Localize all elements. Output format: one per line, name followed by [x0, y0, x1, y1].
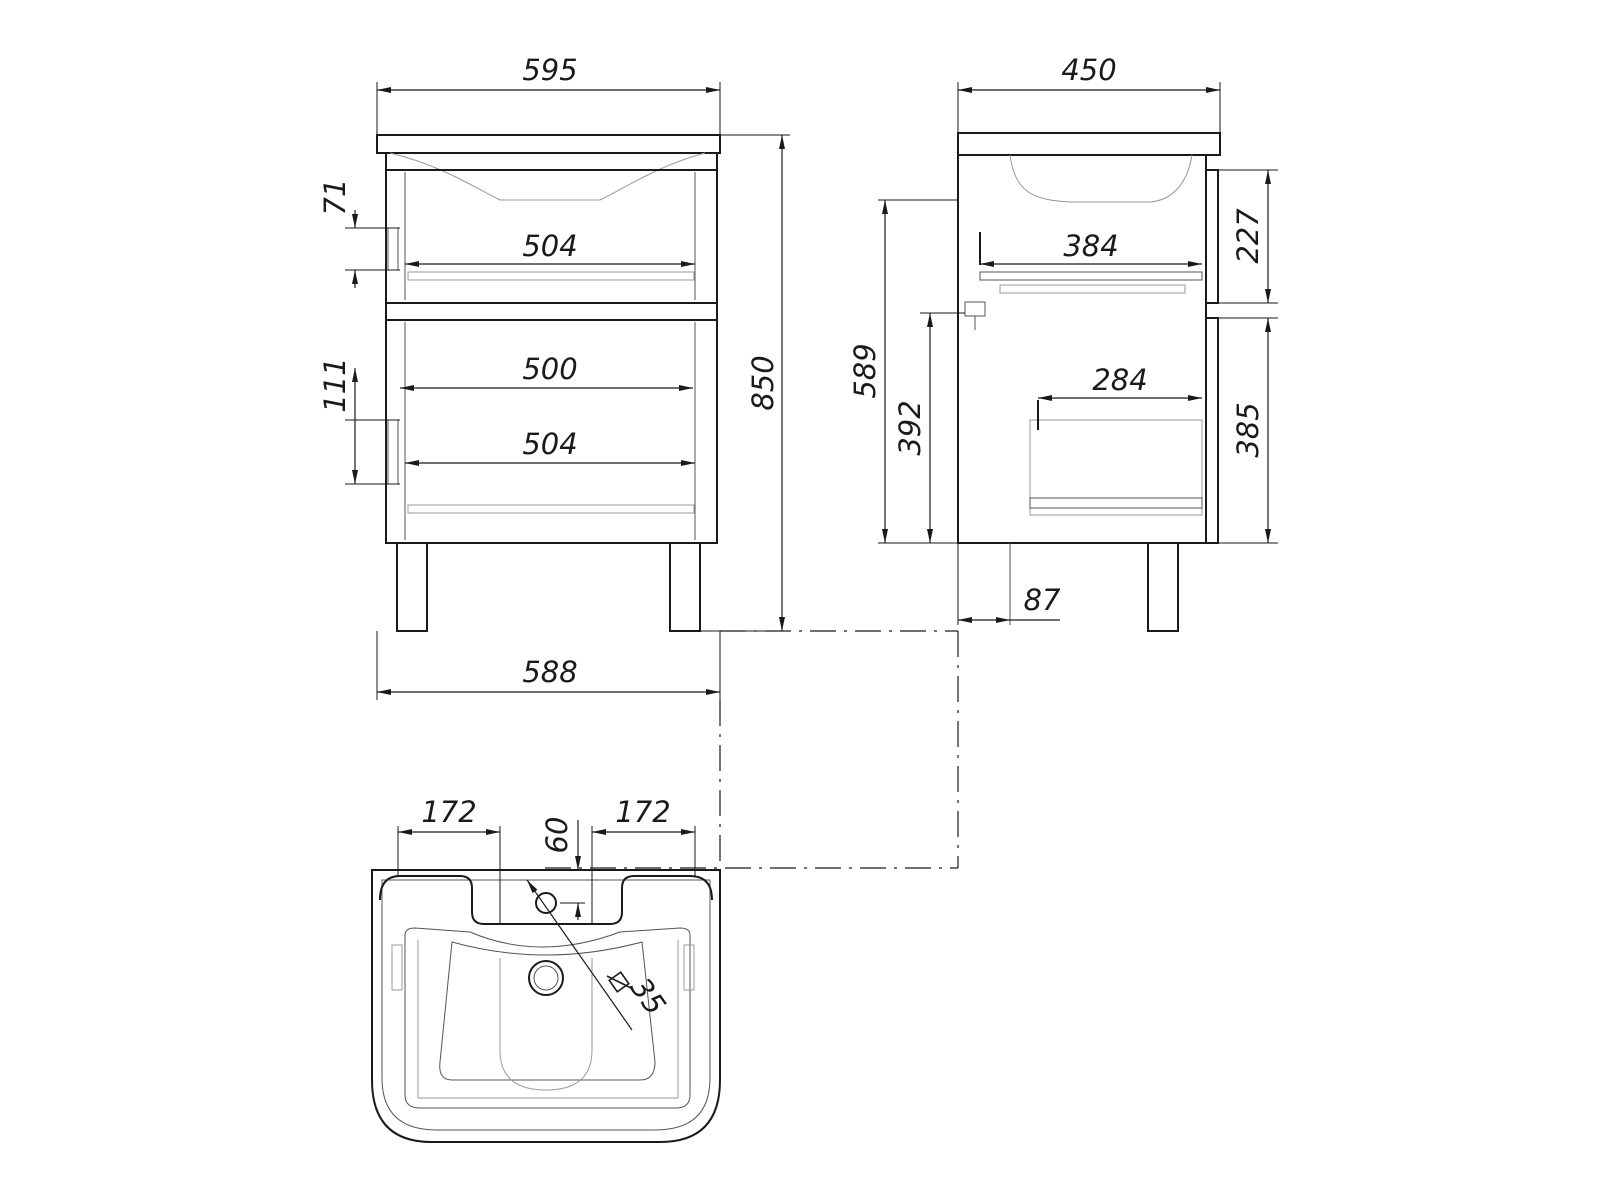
side-leg: [1147, 542, 1179, 632]
basin-drain: [528, 960, 564, 996]
front-leg-right: [669, 542, 701, 632]
side-basin-outline: [1009, 154, 1193, 203]
basin-outer-outline: [371, 869, 721, 1143]
projection-lines: [545, 630, 959, 878]
dim-side-drawer2-height: 385: [1231, 402, 1265, 457]
front-handle-upper: [387, 227, 399, 271]
side-drawer-front-lower: [1205, 317, 1219, 544]
dim-front-drawer1-width: 504: [522, 229, 577, 263]
basin-inner-bowl: [404, 927, 691, 1109]
dim-front-handle-large: 111: [318, 357, 352, 412]
front-view: 595 504 500 504 71 111 850 588: [318, 53, 790, 700]
front-cabinet-body: [385, 152, 718, 544]
dim-side-drawer2-depth: 284: [1092, 363, 1147, 397]
dim-front-base-width: 588: [522, 655, 577, 689]
top-view: 172 172 60 35: [371, 795, 721, 1143]
dim-top-tap-offset: 60: [540, 817, 574, 854]
dim-side-lower-height: 392: [893, 400, 927, 455]
basin-bowl-floor: [439, 941, 656, 1081]
front-basin-outline: [389, 152, 706, 201]
dim-top-left-offset: 172: [421, 795, 476, 829]
dim-top-tap-hole-diameter: 35: [624, 971, 673, 1021]
basin-rim: [379, 875, 713, 925]
dim-front-total-height: 850: [746, 355, 780, 410]
dim-front-drawer2-width: 500: [522, 352, 577, 386]
side-view: 450 384 284 227 385 589 392 87: [848, 53, 1278, 632]
side-slide-lower: [1029, 497, 1203, 509]
dim-side-body-height: 589: [848, 343, 882, 398]
side-drawer-front-upper: [1205, 169, 1219, 304]
dim-front-top-width: 595: [522, 53, 577, 87]
dim-side-drawer1-depth: 384: [1063, 229, 1118, 263]
front-leg-left: [396, 542, 428, 632]
side-cabinet-body: [957, 154, 1207, 544]
side-countertop: [957, 132, 1221, 156]
side-slide-upper: [979, 271, 1203, 281]
dim-top-right-offset: 172: [615, 795, 670, 829]
dim-front-drawer2-box-width: 504: [522, 427, 577, 461]
diameter-symbol-icon: [606, 971, 632, 993]
front-drawer-upper: [385, 169, 718, 304]
dim-front-handle-small: 71: [318, 179, 352, 216]
dim-side-drawer1-height: 227: [1231, 208, 1265, 264]
dim-side-depth: 450: [1061, 53, 1116, 87]
front-countertop: [376, 134, 721, 154]
front-handle-lower: [387, 419, 399, 485]
basin-tap-hole: [535, 892, 557, 914]
dim-side-leg-offset: 87: [1024, 583, 1061, 617]
